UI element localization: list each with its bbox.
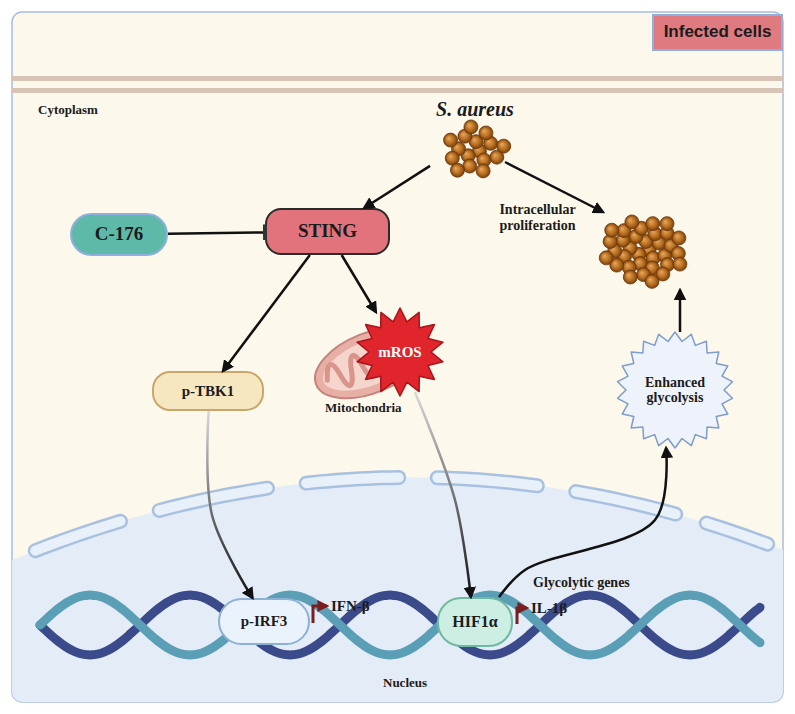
- bacterium: [605, 223, 619, 237]
- edge-label: Glycolytic genes: [533, 575, 630, 591]
- protein-box: STING: [265, 208, 390, 255]
- cytokine-label: IL-1β: [531, 600, 567, 617]
- node-text: STING: [298, 221, 357, 242]
- bacterium: [660, 217, 674, 231]
- inhibition-line: [168, 232, 265, 233]
- cell-membrane: [12, 76, 783, 81]
- bacterium: [479, 126, 493, 140]
- bacterium: [623, 270, 637, 284]
- node-text: p-TBK1: [182, 383, 235, 400]
- node-text: mROS: [378, 344, 421, 361]
- envelope-segment: [437, 478, 537, 486]
- envelope-segment: [706, 523, 767, 544]
- nuclear-envelope: [35, 478, 767, 551]
- cytokine-label: IFN-β: [331, 598, 370, 615]
- bacterium: [599, 251, 613, 265]
- node-text: p-IRF3: [241, 613, 288, 630]
- organelle-label: Mitochondria: [325, 401, 402, 416]
- bacterium: [444, 133, 458, 147]
- node-text: S. aureus: [436, 98, 514, 120]
- envelope-segment: [35, 521, 120, 550]
- cell-membrane: [12, 88, 783, 93]
- process-burst: Enhanced glycolysis: [617, 332, 733, 448]
- bacterium: [646, 217, 660, 231]
- proliferation-arrow: [679, 290, 682, 332]
- transcription-factor: HIF1α: [437, 597, 513, 647]
- envelope-segment: [159, 488, 267, 510]
- bacterium: [497, 139, 511, 153]
- burst-shape: [618, 332, 733, 448]
- envelope-segment: [706, 523, 767, 544]
- activation-arrow: [223, 255, 310, 371]
- bacterium: [625, 215, 639, 229]
- transcription-arrow: [313, 606, 327, 623]
- activation-arrow: [342, 255, 376, 312]
- bacterium: [464, 120, 478, 134]
- compartment-label: Cytoplasm: [38, 103, 98, 118]
- inhibitor-box: C-176: [70, 213, 168, 256]
- bacterium: [463, 159, 477, 173]
- envelope-segment: [35, 521, 120, 550]
- dna-strand: [40, 595, 760, 655]
- node-text: Infected cells: [664, 23, 772, 42]
- envelope-segment: [576, 492, 676, 514]
- proliferating-bacteria: [599, 215, 687, 288]
- proliferation-arrow: [505, 162, 603, 212]
- envelope-segment: [306, 478, 399, 484]
- bacterium: [672, 231, 686, 245]
- bacteria-cluster: S. aureus: [430, 98, 520, 176]
- envelope-segment: [576, 492, 676, 514]
- node-text: C-176: [95, 224, 144, 245]
- activation-arrow: [364, 166, 430, 208]
- nucleus-region: [12, 477, 783, 702]
- dna-helix: [40, 595, 760, 655]
- transcription-factor: p-IRF3: [218, 598, 310, 645]
- envelope-segment: [306, 478, 399, 484]
- process-label: Intracellular proliferation: [480, 202, 595, 234]
- envelope-segment: [159, 488, 267, 510]
- cell-type-tag: Infected cells: [652, 14, 783, 51]
- signaling-arrow: [207, 411, 252, 598]
- node-text: HIF1α: [452, 613, 497, 631]
- burst-shape: [357, 308, 443, 396]
- bacterium: [476, 164, 490, 178]
- transcription-arrow: [517, 608, 527, 624]
- activation-arrow: [499, 448, 667, 597]
- bacterium: [645, 274, 659, 288]
- compartment-label: Nucleus: [383, 676, 427, 691]
- bacterium: [673, 257, 687, 271]
- protein-box: p-TBK1: [152, 371, 264, 411]
- node-text: Enhanced glycolysis: [630, 375, 720, 406]
- signaling-arrow: [415, 392, 471, 597]
- envelope-segment: [437, 478, 537, 486]
- bacterium: [450, 163, 464, 177]
- dna-strand: [40, 595, 760, 655]
- ros-burst: mROS: [360, 312, 440, 392]
